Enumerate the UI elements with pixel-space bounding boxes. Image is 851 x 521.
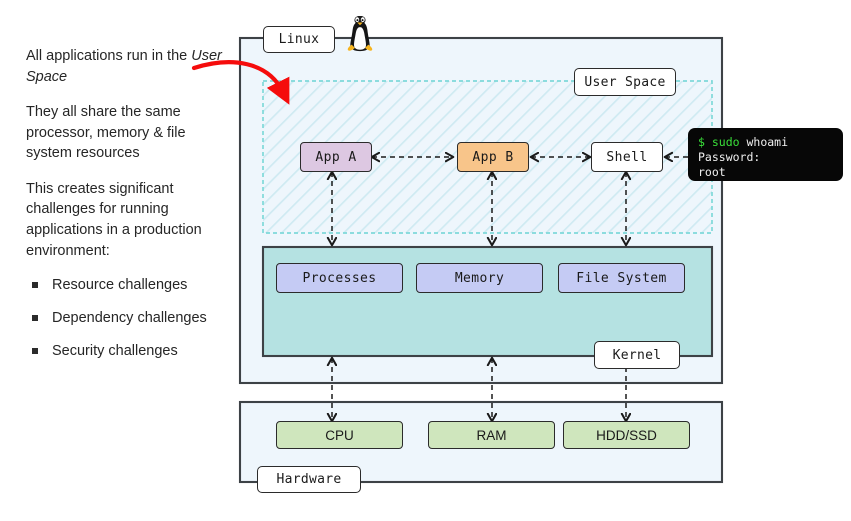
- node-memory[interactable]: Memory: [416, 263, 543, 293]
- hardware-label-box: Hardware: [257, 466, 361, 493]
- node-app-a[interactable]: App A: [300, 142, 372, 172]
- node-processes[interactable]: Processes: [276, 263, 403, 293]
- terminal-line-output: root: [698, 165, 726, 180]
- list-item: Security challenges: [26, 342, 226, 362]
- explanatory-text-column: All applications run in the User Space T…: [26, 46, 226, 374]
- shell-terminal[interactable]: $ sudo whoami Password: root: [688, 128, 843, 181]
- terminal-line-password: Password:: [698, 150, 761, 165]
- user-space-label-box: User Space: [574, 68, 676, 96]
- challenges-bullet-list: Resource challenges Dependency challenge…: [26, 276, 226, 361]
- node-file-system-label: File System: [576, 270, 667, 286]
- user-space-label-text: User Space: [584, 74, 666, 90]
- bullet-label: Resource challenges: [52, 277, 188, 294]
- hardware-label-text: Hardware: [276, 472, 342, 487]
- bullet-square-icon: [32, 314, 38, 321]
- node-shell-label: Shell: [606, 149, 648, 165]
- node-app-b-label: App B: [472, 149, 514, 165]
- paragraph-user-space: All applications run in the User Space: [26, 46, 226, 87]
- node-file-system[interactable]: File System: [558, 263, 685, 293]
- bullet-square-icon: [32, 282, 38, 289]
- terminal-line-command: $ sudo whoami: [698, 135, 843, 150]
- kernel-label-box: Kernel: [594, 341, 680, 369]
- node-storage[interactable]: HDD/SSD: [563, 421, 690, 449]
- linux-label-text: Linux: [278, 32, 320, 47]
- node-ram-label: RAM: [476, 427, 507, 443]
- terminal-prompt: $: [698, 135, 712, 149]
- red-curved-arrow-icon: [191, 60, 290, 105]
- paragraph-challenges-intro: This creates significant challenges for …: [26, 180, 202, 259]
- paragraph-1-emphasis: User Space: [26, 48, 222, 85]
- node-memory-label: Memory: [454, 270, 505, 286]
- node-processes-label: Processes: [302, 270, 377, 286]
- node-storage-label: HDD/SSD: [596, 427, 657, 443]
- bullet-label: Security challenges: [52, 342, 178, 359]
- terminal-args: whoami: [739, 135, 789, 149]
- paragraph-shared-resources: They all share the same processor, memor…: [26, 104, 186, 162]
- paragraph-1-lead: All applications run in the: [26, 48, 192, 64]
- node-app-b[interactable]: App B: [457, 142, 529, 172]
- terminal-command: sudo: [711, 135, 740, 149]
- node-ram[interactable]: RAM: [428, 421, 555, 449]
- kernel-label-text: Kernel: [612, 347, 662, 363]
- list-item: Resource challenges: [26, 276, 226, 296]
- tux-penguin-icon: [347, 16, 373, 52]
- linux-label-box: Linux: [263, 26, 335, 53]
- bullet-label: Dependency challenges: [52, 309, 207, 326]
- bullet-square-icon: [32, 347, 38, 354]
- node-cpu-label: CPU: [325, 427, 354, 443]
- node-cpu[interactable]: CPU: [276, 421, 403, 449]
- node-shell[interactable]: Shell: [591, 142, 663, 172]
- list-item: Dependency challenges: [26, 309, 226, 329]
- node-app-a-label: App A: [315, 149, 357, 165]
